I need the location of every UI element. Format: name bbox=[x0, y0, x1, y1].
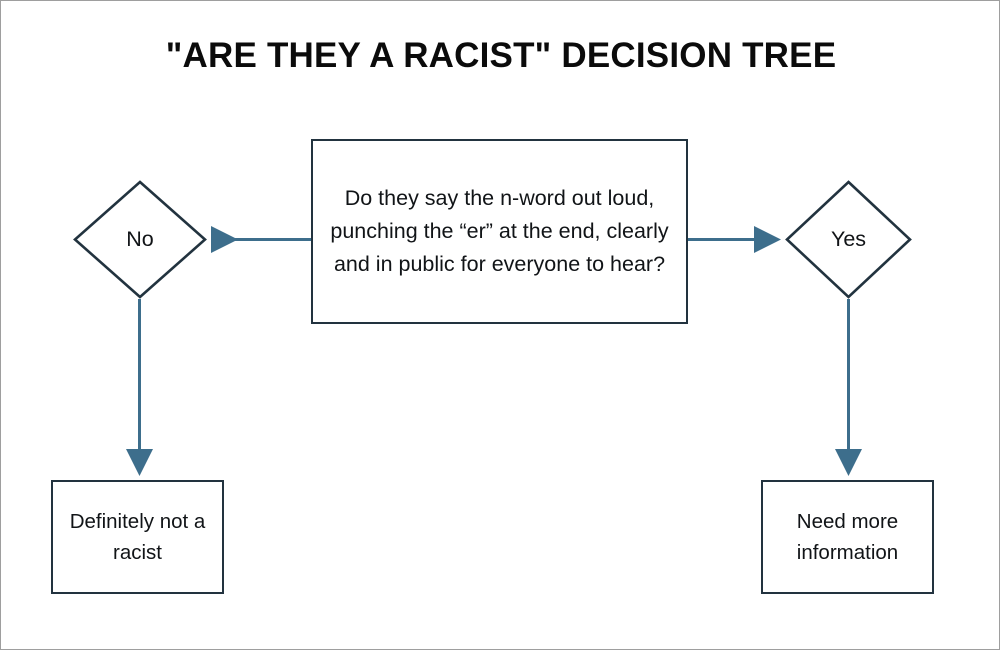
outcome-node-left-label: Definitely not a racist bbox=[69, 510, 206, 564]
branch-node-yes-label: Yes bbox=[830, 227, 867, 251]
outcome-node-right[interactable]: Need more information bbox=[761, 480, 934, 594]
branch-node-no[interactable]: No bbox=[73, 180, 207, 299]
diamond-shape bbox=[785, 180, 912, 299]
page-title: "ARE THEY A RACIST" DECISION TREE bbox=[165, 36, 837, 75]
decision-node-label: Do they say the n-word out loud, punchin… bbox=[330, 186, 669, 276]
branch-node-yes[interactable]: Yes bbox=[785, 180, 912, 299]
outcome-node-left[interactable]: Definitely not a racist bbox=[51, 480, 224, 594]
decision-node[interactable]: Do they say the n-word out loud, punchin… bbox=[311, 139, 688, 324]
outcome-node-right-label: Need more information bbox=[796, 510, 899, 564]
diamond-shape bbox=[73, 180, 207, 299]
branch-node-no-label: No bbox=[126, 227, 154, 251]
